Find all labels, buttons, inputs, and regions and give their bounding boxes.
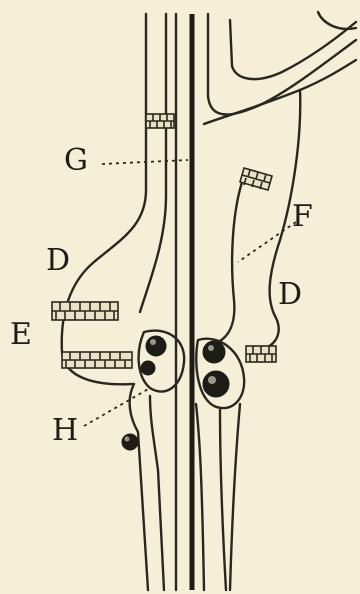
nodule-right-lower — [203, 371, 229, 397]
label-e: E — [10, 317, 32, 352]
band-e-lower — [62, 352, 132, 368]
nodule-left-lower — [141, 361, 155, 375]
band-e-upper — [52, 302, 118, 320]
nodule-right-upper — [203, 341, 225, 363]
label-g: G — [64, 143, 88, 178]
label-d-left: D — [46, 243, 70, 278]
nodule-left-upper — [146, 336, 166, 356]
label-f: F — [292, 199, 313, 234]
band-g-top — [146, 114, 174, 128]
label-h: H — [52, 413, 78, 448]
band-right-lower — [246, 346, 276, 362]
label-d-right: D — [278, 277, 302, 312]
nodule-bottom — [122, 434, 138, 450]
